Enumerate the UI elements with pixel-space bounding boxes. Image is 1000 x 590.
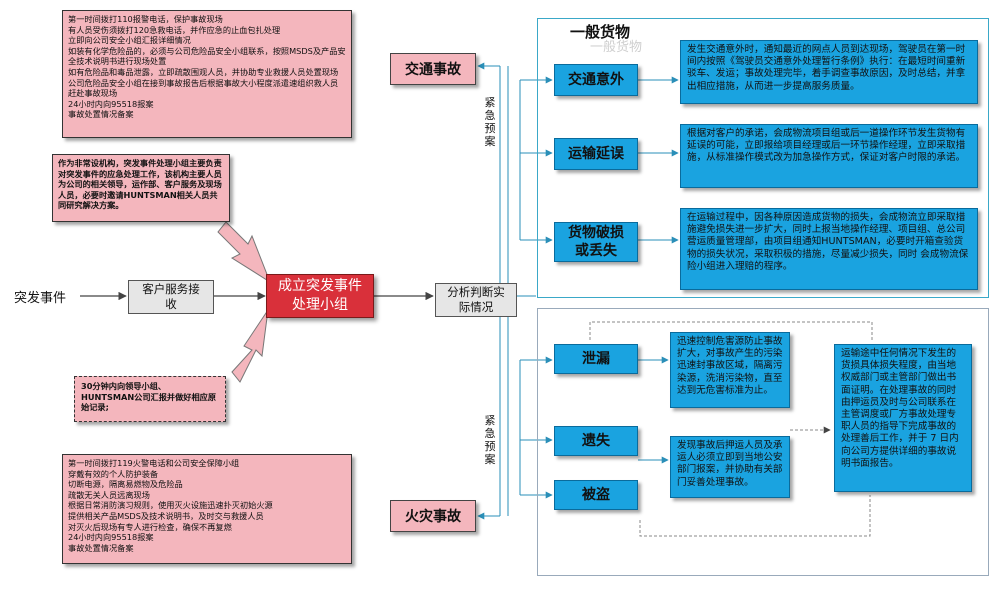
response-group-box: 成立突发事件 处理小组 xyxy=(266,274,374,318)
transport-delay-item: 运输延误 xyxy=(554,138,638,170)
dashed-loop-bottom xyxy=(639,495,871,537)
urgent-plan-label-top: 紧 急 预 案 xyxy=(484,96,496,148)
hazmat-right-text: 运输途中任何情况下发生的货损具体损失程度，由当地权威部门或主管部门做出书面证明。… xyxy=(834,344,972,492)
traffic-accident-item-text: 发生交通意外时，通知最近的网点人员到达现场，驾驶员在第一时间内按照《驾驶员交通意… xyxy=(680,40,978,104)
fire-accident-label: 火灾事故 xyxy=(390,500,476,532)
cargo-damage-item: 货物破损 或丢失 xyxy=(554,222,638,262)
lost-theft-item-text: 发现事故后押运人员及承运人必须立即到当地公安部门报案，并协助有关部门妥善处理事故… xyxy=(670,436,790,498)
transport-delay-item-text: 根据对客户的承诺，会成物流项目组或后一道操作环节发生货物有延误的可能，立即报给项… xyxy=(680,124,978,188)
theft-item: 被盗 xyxy=(554,480,638,510)
urgent-plan-label-bottom: 紧 急 预 案 xyxy=(484,414,496,466)
traffic-accident-label: 交通事故 xyxy=(390,53,476,85)
big-arrow-lower xyxy=(231,309,269,383)
general-cargo-watermark: 一般货物 xyxy=(590,40,643,55)
group-description: 作为非常设机构，突发事件处理小组主要负责对突发事件的应急处理工作，该机构主要人员… xyxy=(52,154,230,222)
customer-service-box: 客户服务接 收 xyxy=(128,280,214,314)
hazmat-frame xyxy=(537,308,989,576)
fire-accident-text: 第一时间拨打119火警电话和公司安全保障小组 穿戴有效的个人防护装备 切断电源，… xyxy=(62,454,352,564)
big-arrow-upper xyxy=(217,221,272,284)
traffic-accident-text: 第一时间拨打110报警电话，保护事故现场 有人员受伤须拨打120急救电话，并作应… xyxy=(62,10,352,138)
leak-item: 泄漏 xyxy=(554,344,638,374)
report-note: 30分钟内向领导小组、HUNTSMAN公司汇报并做好相应原始记录; xyxy=(74,376,226,422)
analysis-box: 分析判断实 际情况 xyxy=(435,283,517,317)
start-label: 突发事件 xyxy=(14,291,67,306)
leak-item-text: 迅速控制危害源防止事故扩大，对事故产生的污染迅速封事故区域，隔离污染源，洗消污染… xyxy=(670,332,790,408)
general-cargo-title: 一般货物 xyxy=(570,23,631,41)
lost-item: 遗失 xyxy=(554,426,638,456)
cargo-damage-item-text: 在运输过程中，因各种原因造成货物的损失，会成物流立即采取措施避免损失进一步扩大，… xyxy=(680,208,978,290)
traffic-accident-item: 交通意外 xyxy=(554,64,638,96)
general-cargo-frame xyxy=(537,18,989,298)
